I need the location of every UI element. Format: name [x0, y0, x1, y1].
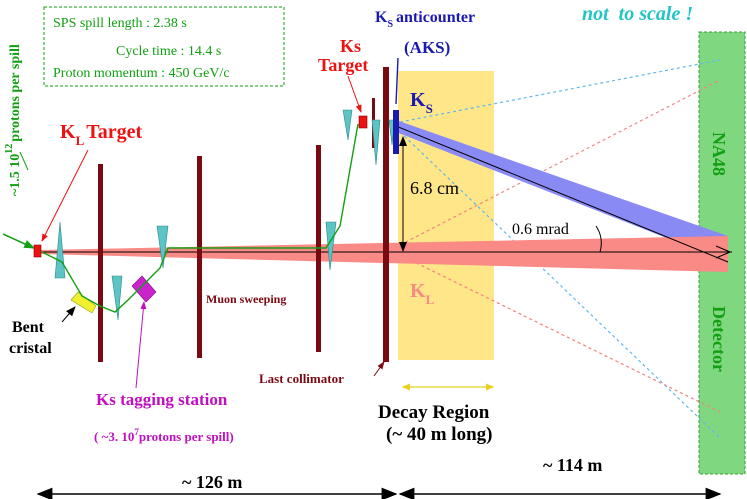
- detector-top-label: NA48: [709, 132, 729, 176]
- bent-crystal-label-2: cristal: [9, 340, 52, 357]
- ks-anticounter: [393, 110, 399, 154]
- muon-sweeping-label: Muon sweeping: [206, 292, 286, 306]
- kl-beam-label: KL: [410, 280, 435, 307]
- not-to-scale-label: not to scale !: [582, 3, 693, 25]
- decay-region-label-2: (~ 40 m long): [386, 424, 492, 445]
- collimator-last: [383, 67, 389, 362]
- info-proton-momentum: Proton momentum : 450 GeV/c: [53, 66, 230, 81]
- bent-crystal: [70, 291, 97, 314]
- tagging-rate-label: ( ~3. 107protons per spill): [94, 427, 234, 444]
- distance-right-label: ~ 114 m: [543, 455, 602, 475]
- magnet-3: [156, 225, 169, 269]
- tagging-station: [131, 275, 157, 303]
- ks-axis: [395, 125, 729, 263]
- ks-target-label-1: Ks: [340, 36, 361, 56]
- protons-per-spill-label: ~1.5 1012protons per spill: [4, 44, 23, 196]
- proton-beam-path: [2, 123, 359, 313]
- detector-bottom-label: Detector: [709, 306, 729, 372]
- aks-pointer: [395, 57, 399, 105]
- red-dashed-line-upper: [399, 79, 721, 246]
- angle-label: 0.6 mrad: [512, 221, 569, 238]
- bent-crystal-label-1: Bent: [12, 319, 45, 336]
- info-cycle-time: Cycle time : 14.4 s: [116, 44, 221, 59]
- magnet-2: [111, 275, 123, 321]
- decay-region-label-1: Decay Region: [378, 402, 490, 423]
- ks-beam: [396, 120, 728, 262]
- decay-region: [398, 71, 494, 360]
- magnet-6: [371, 119, 381, 166]
- collimator-2: [197, 156, 202, 358]
- aks-label: (AKS): [404, 38, 450, 57]
- tagging-pointer: [135, 301, 147, 389]
- beam-arrow-head-2: [715, 251, 731, 259]
- blue-dashed-line-upper: [399, 59, 721, 123]
- proton-count-pointer: [19, 151, 29, 171]
- last-collimator-label: Last collimator: [259, 371, 344, 386]
- kl-target-block: [33, 244, 42, 258]
- distance-left-label: ~ 126 m: [182, 472, 242, 492]
- angle-arc: [595, 225, 602, 253]
- ks-target-pointer: [347, 75, 362, 113]
- separation-label: 6.8 cm: [410, 178, 459, 198]
- last-collimator-pointer: [373, 361, 385, 377]
- info-box: [43, 6, 285, 87]
- ks-tagging-label: Ks tagging station: [96, 390, 228, 409]
- blue-dashed-line-lower: [399, 131, 721, 439]
- proton-beam-arrow: [2, 233, 36, 249]
- info-spill-length: SPS spill length : 2.38 s: [53, 16, 187, 31]
- kl-target-pointer: [41, 149, 89, 242]
- ks-beam-label: KS: [410, 89, 433, 116]
- beam-arrow-head-1: [715, 245, 731, 253]
- collimator-1: [98, 164, 103, 362]
- magnet-5: [342, 109, 353, 141]
- bent-crystal-pointer: [61, 306, 76, 323]
- ks-target-label-2: Target: [318, 55, 368, 75]
- ks-target-block: [358, 115, 368, 129]
